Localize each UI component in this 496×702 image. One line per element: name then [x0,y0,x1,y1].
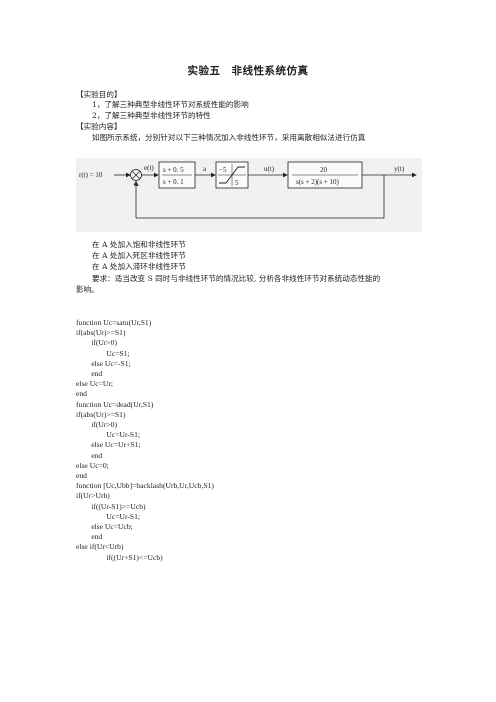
nonlinear-left-limit: −5 [219,166,227,174]
purpose-header: 【实验目的】 [76,90,122,99]
nonlinear-curve [219,166,245,184]
code-line: Uc=S1; [76,348,130,358]
code-line: if(Ur>0) [76,420,117,430]
code-line: else Uc=0; [76,460,109,470]
code-line: if((Ur-S1)>=Ucb) [76,501,146,511]
code-line: else Uc=Ucb; [76,522,133,532]
point-a-label: a [203,165,207,173]
compensator-denominator: s + 0. 1 [163,178,184,186]
code-line: end [76,450,103,460]
code-line: else Uc=Ur+S1; [76,440,141,450]
content-intro: 如图所示系统，分别针对以下三种情况加入非线性环节，采用离散相似法进行仿真 [92,133,366,142]
block-diagram: r(t) = 10 − e(t) s + 0. 5 s + 0. 1 a [76,158,422,232]
page-title: 实验五 非线性系统仿真 [187,65,309,77]
code-line: if(Ur>Urb) [76,491,110,501]
plant-denominator: s(s + 2)(s + 10) [296,178,340,186]
code-line: if((Ur+S1)<=Ucb) [76,552,163,562]
compensator-numerator: s + 0. 5 [163,166,184,174]
code-line: end [76,532,103,542]
code-line: end [76,389,87,399]
u-label: u(t) [264,165,275,173]
code-line: function Uc=satu(Ur,S1) [76,318,152,327]
code-line: end [76,369,103,379]
code-line: function Uc=dead(Ur,S1) [76,399,154,409]
error-label: e(t) [144,164,154,172]
requirement-line-2: 影响。 [76,285,99,294]
input-label: r(t) = 10 [79,171,103,179]
code-line: Uc=Ur-S1; [76,430,141,440]
minus-sign: − [136,182,140,190]
code-line: Uc=Ur-S1; [76,511,141,521]
summing-junction [130,169,142,181]
purpose-item-2: 2，了解三种典型非线性环节的特性 [92,111,211,120]
code-line: function [Uc,Ubb]=backlash(Urb,Ur,Ucb,S1… [76,481,214,491]
nonlinear-right-limit: 5 [235,179,239,187]
plant-numerator: 20 [320,166,328,174]
requirement-line-1: 要求：适当改变 S 同时与非线性环节的情况比较, 分析各非线性环节对系统动态性能… [92,274,381,283]
code-line: else if(Ur<Urb) [76,542,124,552]
output-label: y(t) [394,165,405,173]
code-line: else Uc=-S1; [76,358,131,368]
code-line: end [76,471,87,481]
code-line: if(Ur>0) [76,338,117,348]
case-deadzone: 在 A 处加入死区非线性环节 [92,251,186,260]
code-line: if(abs(Ur)>=S1) [76,409,126,419]
feedback-path [136,175,385,219]
code-line: if(abs(Ur)>=S1) [76,328,126,338]
purpose-item-1: 1，了解三种典型非线性环节对系统性能的影响 [92,100,249,109]
block-diagram-svg: r(t) = 10 − e(t) s + 0. 5 s + 0. 1 a [79,161,417,219]
case-backlash: 在 A 处加入滞环非线性环节 [92,262,186,271]
case-saturation: 在 A 处加入饱和非线性环节 [92,240,186,249]
content-header: 【实验内容】 [76,122,122,131]
code-listing: function Uc=satu(Ur,S1)if(abs(Ur)>=S1) i… [76,318,214,563]
code-line: else Uc=Ur; [76,379,113,389]
